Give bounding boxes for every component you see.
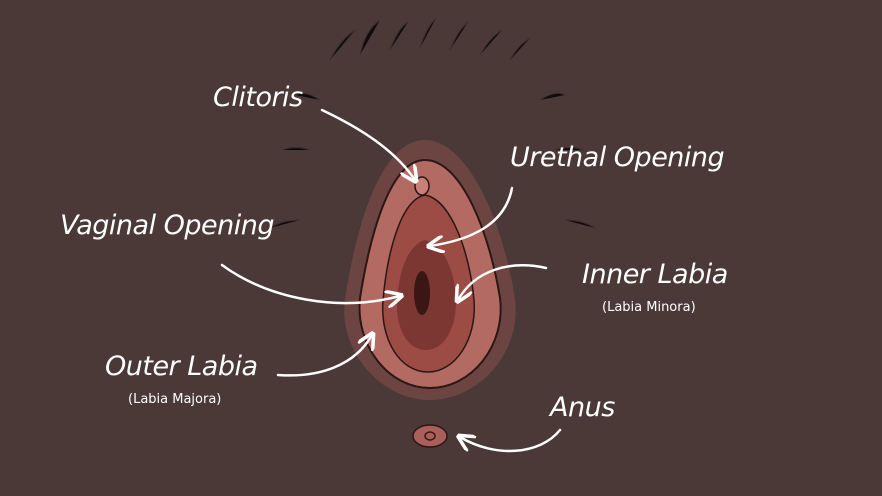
anus-shape: [412, 424, 448, 448]
inner-labia-arrow: [458, 264, 548, 300]
label-anus: Anus: [550, 392, 615, 423]
clitoris-arrow: [320, 108, 415, 180]
vaginal-opening-shape: [414, 271, 430, 315]
label-urethral-opening: Urethal Opening: [510, 142, 725, 173]
label-clitoris: Clitoris: [213, 82, 303, 113]
vaginal-arrow: [220, 263, 400, 303]
label-outer-labia-sub: (Labia Majora): [128, 392, 222, 407]
anus-center: [424, 431, 436, 441]
label-outer-labia: Outer Labia: [105, 351, 258, 382]
outer-labia-arrow: [276, 335, 372, 377]
label-inner-labia: Inner Labia: [582, 259, 728, 290]
label-vaginal-opening: Vaginal Opening: [60, 210, 275, 241]
clitoris-shape: [414, 176, 430, 196]
pubic-hair: [269, 17, 596, 229]
label-inner-labia-sub: (Labia Minora): [602, 300, 696, 315]
urethral-arrow: [430, 186, 514, 246]
anus-arrow: [460, 428, 562, 453]
